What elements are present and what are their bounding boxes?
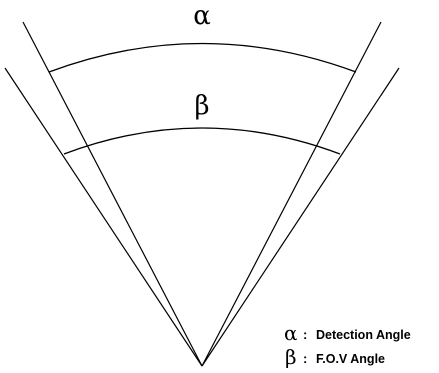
legend-beta-text: F.O.V Angle [316, 352, 385, 366]
legend-item-alpha: α : Detection Angle [284, 321, 411, 345]
alpha-ray-left [22, 21, 203, 367]
alpha-arc [48, 42, 357, 73]
alpha-ray-right [201, 21, 382, 367]
legend-beta-separator: : [303, 351, 307, 366]
alpha-label: α [193, 1, 211, 31]
beta-ray-right [201, 67, 400, 367]
legend-beta-symbol: β [285, 345, 297, 369]
beta-label: β [194, 91, 209, 121]
legend-alpha-symbol: α [284, 321, 298, 345]
legend-alpha-separator: : [303, 327, 307, 342]
legend: α : Detection Angle β : F.O.V Angle [284, 321, 411, 369]
beta-arc [63, 127, 341, 155]
beta-ray-left [4, 67, 203, 367]
legend-item-beta: β : F.O.V Angle [285, 345, 385, 369]
legend-alpha-text: Detection Angle [316, 328, 411, 342]
